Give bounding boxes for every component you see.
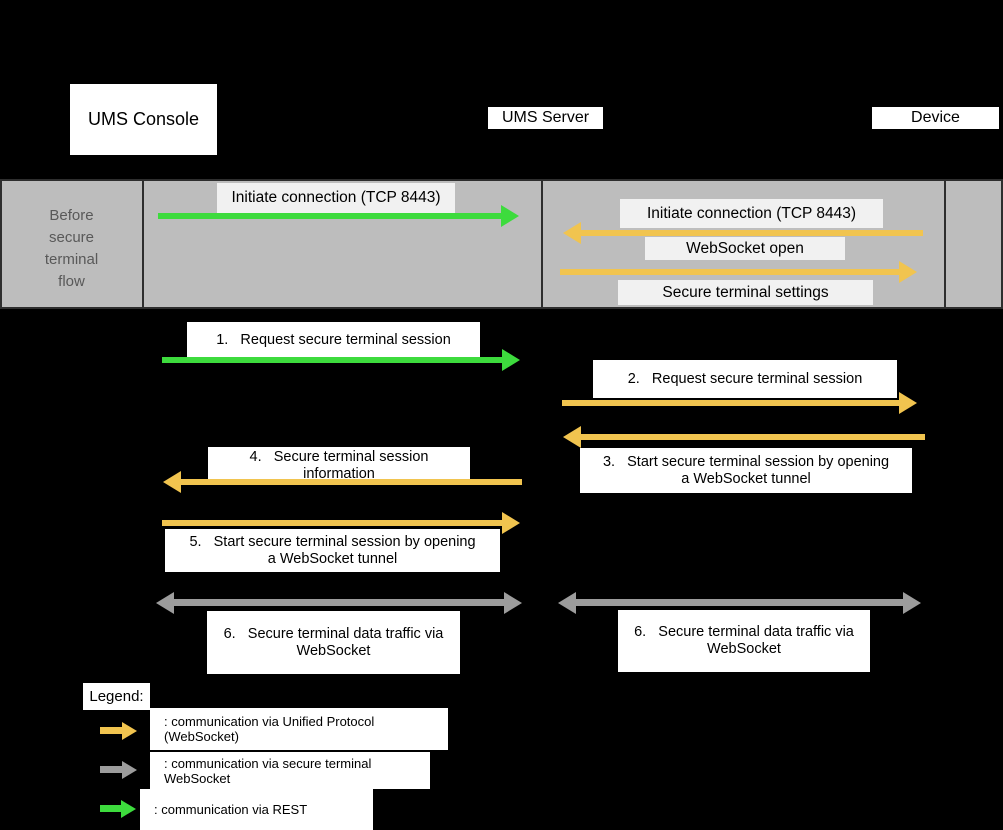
step3-text-line2: a WebSocket tunnel xyxy=(681,470,811,487)
message-label-initiate-connection-unified: Initiate connection (TCP 8443) xyxy=(620,199,883,228)
arrow-step6-right-secure-websocket xyxy=(558,591,921,614)
legend-arrow-unified-icon xyxy=(100,721,137,740)
message-label-secure-terminal-settings: Secure terminal settings xyxy=(618,280,873,305)
step4-label: 4. Secure terminal session information xyxy=(208,447,470,483)
step1-label: 1. Request secure terminal session xyxy=(187,322,480,358)
arrow-initiate-connection-rest xyxy=(158,205,519,227)
legend-title-text: Legend: xyxy=(89,688,144,705)
participant-label-device: Device xyxy=(911,109,960,126)
step6-left-label: 6. Secure terminal data traffic via WebS… xyxy=(207,611,460,674)
band-title-line: terminal xyxy=(44,251,99,268)
step6-left-text-line2: WebSocket xyxy=(296,642,371,659)
legend-text-rest: : communication via REST xyxy=(154,802,308,817)
participant-box-ums-console: UMS Console xyxy=(70,84,217,155)
step3-label: 3. Start secure terminal session by open… xyxy=(580,448,912,493)
legend-text-secure-websocket: : communication via secure terminal WebS… xyxy=(164,755,372,786)
legend-text-unified: : communication via Unified Protocol (We… xyxy=(164,714,375,744)
step5-text-line2: a WebSocket tunnel xyxy=(267,550,398,567)
step1-text: 1. Request secure terminal session xyxy=(216,331,451,348)
step4-text-line1: 4. Secure terminal session xyxy=(249,449,429,465)
band-title: Before secure terminal flow xyxy=(0,205,143,293)
message-text: Secure terminal settings xyxy=(662,283,829,301)
legend-arrow-secure-websocket-icon xyxy=(100,760,137,779)
arrow-step5-unified xyxy=(162,512,520,534)
participant-box-ums-server: UMS Server xyxy=(488,107,603,129)
participant-label-ums-server: UMS Server xyxy=(501,109,590,126)
step6-left-text-line1: 6. Secure terminal data traffic via xyxy=(223,625,444,642)
step6-right-text-line2: WebSocket xyxy=(707,641,781,657)
message-text: WebSocket open xyxy=(686,239,804,257)
lifeline-device xyxy=(944,179,946,309)
step6-right-text-line1: 6. Secure terminal data traffic via xyxy=(634,624,854,640)
legend-arrow-rest-icon xyxy=(100,799,136,818)
legend-title: Legend: xyxy=(83,683,150,710)
arrow-secure-terminal-settings xyxy=(560,261,917,283)
lifeline-ums-server xyxy=(541,179,543,309)
participant-label-ums-console: UMS Console xyxy=(87,109,200,129)
arrow-step3-unified xyxy=(563,426,925,448)
step5-text-line1: 5. Start secure terminal session by open… xyxy=(189,533,476,550)
step3-text-line1: 3. Start secure terminal session by open… xyxy=(602,453,890,470)
arrow-step1-rest xyxy=(162,349,520,371)
step5-label: 5. Start secure terminal session by open… xyxy=(165,529,500,572)
legend-label-unified-protocol: : communication via Unified Protocol (We… xyxy=(150,708,448,750)
step6-right-label: 6. Secure terminal data traffic via WebS… xyxy=(618,610,870,672)
arrow-step2-unified xyxy=(562,392,917,414)
band-title-line: Before xyxy=(49,207,94,224)
arrow-step6-left-secure-websocket xyxy=(156,591,522,614)
step2-text: 2. Request secure terminal session xyxy=(627,370,863,387)
step2-label: 2. Request secure terminal session xyxy=(593,360,897,398)
arrow-step4-unified xyxy=(163,471,522,493)
message-text: Initiate connection (TCP 8443) xyxy=(231,189,441,206)
message-text: Initiate connection (TCP 8443) xyxy=(646,204,857,222)
legend-label-secure-terminal-websocket: : communication via secure terminal WebS… xyxy=(150,752,430,789)
participant-box-device: Device xyxy=(872,107,999,129)
band-title-line: flow xyxy=(58,273,85,290)
message-label-initiate-connection-rest: Initiate connection (TCP 8443) xyxy=(217,183,455,213)
legend-label-rest: : communication via REST xyxy=(140,789,373,830)
step4-text-line2: information xyxy=(303,466,375,482)
arrow-initiate-connection-unified xyxy=(563,222,923,244)
lifeline-ums-console xyxy=(142,179,144,309)
message-label-websocket-open: WebSocket open xyxy=(645,237,845,260)
band-title-line: secure xyxy=(48,229,95,246)
